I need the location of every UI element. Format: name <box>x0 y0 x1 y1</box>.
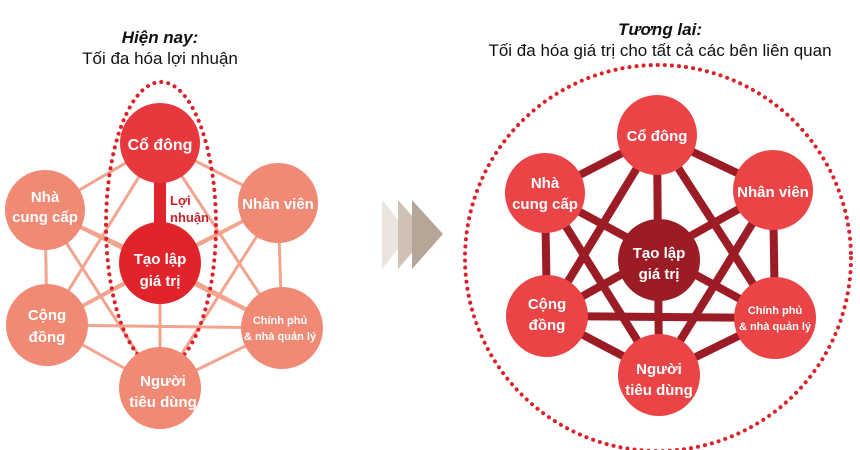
left-label-employees: Nhân viên <box>242 196 314 213</box>
right-heading: Tương lai: <box>618 20 702 39</box>
right-label-consumers-2: tiêu dùng <box>625 382 693 399</box>
profit-label-1: Lợi <box>170 193 191 208</box>
profit-link <box>154 178 166 228</box>
left-node-consumers <box>119 347 201 429</box>
left-label-government-1: Chính phủ <box>253 315 307 327</box>
right-label-consumers-1: Người <box>636 361 682 378</box>
right-node-employees <box>733 150 813 230</box>
right-label-shareholders: Cổ đông <box>627 128 688 145</box>
left-label-shareholders: Cổ đông <box>128 136 193 154</box>
right-label-suppliers-2: cung cấp <box>512 196 578 213</box>
left-subheading: Tối đa hóa lợi nhuận <box>82 49 238 68</box>
right-label-community-1: Cộng <box>528 296 566 313</box>
left-label-suppliers-1: Nhà <box>31 189 60 206</box>
right-label-government-1: Chính phủ <box>748 305 802 317</box>
left-label-value-1: Tạo lập <box>134 251 187 268</box>
right-label-value-1: Tạo lập <box>633 245 686 262</box>
right-subheading: Tối đa hóa giá trị cho tất cả các bên li… <box>488 41 832 60</box>
right-title: Tương lai: Tối đa hóa giá trị cho tất cả… <box>460 20 860 62</box>
left-title: Hiện nay: Tối đa hóa lợi nhuận <box>40 28 280 70</box>
left-node-community <box>6 284 88 366</box>
left-label-community-2: đồng <box>29 329 66 346</box>
right-label-government-2: & nhà quản lý <box>739 321 812 333</box>
right-label-suppliers-1: Nhà <box>531 175 560 192</box>
profit-label-2: nhuận <box>170 210 209 225</box>
left-label-community-1: Cộng <box>28 307 66 324</box>
right-node-suppliers <box>505 153 585 233</box>
right-dotted-outline <box>463 63 853 450</box>
left-label-consumers-1: Người <box>140 373 186 390</box>
right-diagram: Cổ đông Nhà cung cấp Nhân viên Tạo lập g… <box>463 63 853 450</box>
right-node-consumers <box>618 334 700 416</box>
right-node-community <box>506 275 588 357</box>
right-label-employees: Nhân viên <box>737 184 809 201</box>
right-node-value-creation <box>618 219 700 301</box>
left-label-suppliers-2: cung cấp <box>12 209 78 226</box>
right-node-government <box>734 277 816 359</box>
left-node-shareholders <box>120 103 200 183</box>
right-label-value-2: giá trị <box>639 266 680 283</box>
right-label-community-2: đồng <box>529 317 566 334</box>
left-node-employees <box>238 163 318 243</box>
left-label-value-2: giá trị <box>140 273 181 290</box>
left-node-value-creation <box>119 222 201 304</box>
left-label-government-2: & nhà quản lý <box>244 331 317 343</box>
left-label-consumers-2: tiêu dùng <box>129 394 197 411</box>
left-heading: Hiện nay: <box>121 28 199 47</box>
transition-arrow-icon <box>382 200 443 269</box>
right-node-shareholders <box>617 95 697 175</box>
left-diagram: Cổ đông Nhà cung cấp Nhân viên Tạo lập g… <box>5 80 323 429</box>
left-node-suppliers <box>5 170 85 250</box>
left-node-government <box>241 287 323 369</box>
